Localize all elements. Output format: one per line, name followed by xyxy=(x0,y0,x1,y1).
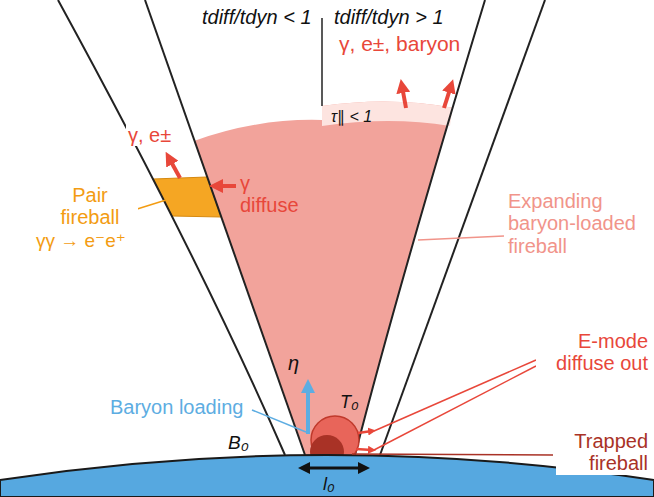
divider-line xyxy=(321,18,323,106)
pair-reaction-label: γγ → e⁻e⁺ xyxy=(34,230,128,251)
fireball-label: Expanding baryon-loaded fireball xyxy=(506,190,650,257)
emode-label: E-mode diffuse out xyxy=(536,330,650,375)
regime-label: tdiff/tdyn < 1 xyxy=(200,6,314,28)
pair-fireball-label: Pair fireball xyxy=(42,184,138,229)
eta-arrow xyxy=(306,386,310,434)
temperature-label: T₀ xyxy=(340,392,359,412)
size-label: l₀ xyxy=(323,474,335,494)
emission-arrows xyxy=(169,86,451,186)
pair-leader xyxy=(134,200,166,210)
lorentz-label: η xyxy=(288,352,299,374)
baryon-label: Baryon loading xyxy=(108,396,245,418)
trapped-leader xyxy=(352,454,553,455)
field-label: B₀ xyxy=(228,432,249,453)
emission-label: γ, e±, baryon xyxy=(337,32,462,56)
emission-label: γ, e± xyxy=(126,124,173,146)
regime-label: tdiff/tdyn > 1 xyxy=(332,6,446,28)
trapped-label: Trapped fireball xyxy=(556,430,650,475)
photosphere-strip xyxy=(322,101,453,126)
baryon-leader xyxy=(252,410,306,432)
emode-leaders xyxy=(356,360,536,450)
diffuse-label: γ diffuse xyxy=(240,172,310,217)
size-arrow xyxy=(304,467,364,470)
expanding-leader xyxy=(418,236,504,240)
optical-depth-label: τ∥ < 1 xyxy=(331,108,372,126)
